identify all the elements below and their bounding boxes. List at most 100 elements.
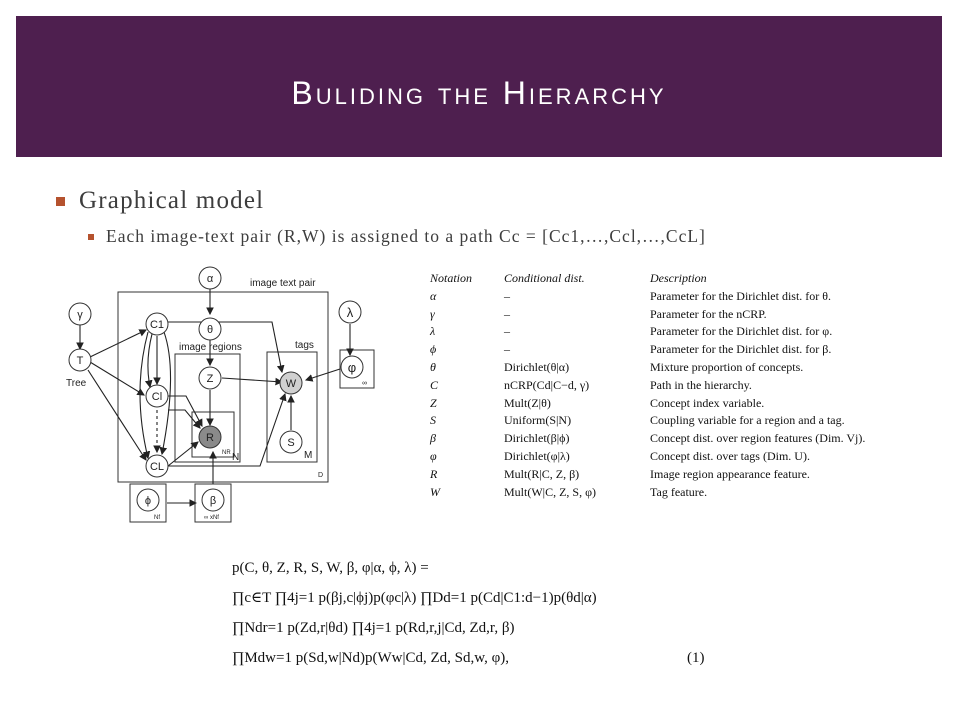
node-gamma bbox=[68, 302, 92, 326]
svg-text:α: α bbox=[207, 273, 214, 285]
equation-number: (1) bbox=[687, 650, 705, 666]
description-cell: Concept dist. over tags (Dim. U). bbox=[650, 448, 810, 463]
conditional-cell: – bbox=[504, 342, 510, 357]
notation-header: Notation Conditional dist. Description bbox=[428, 270, 928, 288]
svg-text:β: β bbox=[210, 495, 216, 507]
node-S bbox=[279, 430, 303, 454]
svg-text:φ: φ bbox=[348, 360, 356, 375]
sub-bullet-text: Each image-text pair (R,W) is assigned t… bbox=[106, 226, 706, 246]
description-cell: Concept index variable. bbox=[650, 395, 765, 410]
bullet-square-icon bbox=[56, 196, 65, 206]
notation-cell: C bbox=[430, 377, 439, 392]
label-M: M bbox=[304, 450, 312, 461]
notation-cell: Z bbox=[430, 395, 437, 410]
label-Nf: Nf bbox=[154, 515, 160, 521]
notation-cell: S bbox=[430, 413, 436, 428]
header-notation: Notation bbox=[430, 271, 473, 285]
description-cell: Parameter for the Dirichlet dist. for φ. bbox=[650, 324, 833, 339]
node-beta bbox=[201, 488, 225, 512]
conditional-cell: – bbox=[504, 288, 510, 303]
notation-table: Notation Conditional dist. Description α… bbox=[428, 270, 928, 501]
svg-text:Z: Z bbox=[207, 373, 214, 385]
svg-text:λ: λ bbox=[347, 305, 354, 320]
table-row: R Mult(R|C, Z, β) Image region appearance … bbox=[428, 466, 928, 484]
svg-text:W: W bbox=[286, 378, 297, 390]
formula-line: ∏Mdw=1 p(Sd,w|Nd)p(Ww|Cd, Zd, Sd,w, φ), bbox=[232, 650, 509, 666]
notation-cell: θ bbox=[430, 359, 436, 374]
label-N: N bbox=[232, 452, 239, 463]
label-tree: Tree bbox=[66, 378, 87, 389]
node-R bbox=[198, 425, 222, 449]
formula-line: p(C, θ, Z, R, S, W, β, φ|α, ϕ, λ) = bbox=[232, 560, 429, 576]
notation-cell: φ bbox=[430, 448, 437, 463]
notation-cell: W bbox=[430, 484, 440, 499]
sub-bullet-square-icon bbox=[88, 233, 94, 240]
header-conditional: Conditional dist. bbox=[504, 271, 585, 285]
notation-cell: λ bbox=[430, 324, 436, 339]
table-row: φ Dirichlet(φ|λ) Concept dist. over tags (… bbox=[428, 448, 928, 466]
label-D: D bbox=[318, 472, 323, 479]
table-row: γ – Parameter for the nCRP. bbox=[428, 306, 928, 324]
svg-text:ϕ: ϕ bbox=[145, 495, 151, 507]
node-C1 bbox=[145, 312, 169, 336]
header-description: Description bbox=[650, 271, 707, 285]
notation-cell: β bbox=[430, 431, 436, 446]
label-image-regions: image regions bbox=[179, 342, 242, 353]
notation-cell: ϕ bbox=[430, 342, 437, 357]
table-row: ϕ – Parameter for the Dirichlet dist. for … bbox=[428, 341, 928, 359]
conditional-cell: Mult(Z|θ) bbox=[504, 395, 551, 410]
node-Z bbox=[198, 366, 222, 390]
label-image-text-pair: image text pair bbox=[250, 278, 316, 289]
node-W bbox=[279, 371, 303, 395]
conditional-cell: Mult(R|C, Z, β) bbox=[504, 466, 580, 481]
sub-bullet-path: Each image-text pair (R,W) is assigned t… bbox=[88, 226, 706, 247]
node-varphi bbox=[340, 355, 364, 379]
node-phi bbox=[136, 488, 160, 512]
conditional-cell: Dirichlet(β|ϕ) bbox=[504, 431, 570, 446]
bullet-graphical-model: Graphical model bbox=[56, 187, 264, 215]
label-NR: NR bbox=[222, 450, 231, 456]
notation-cell: γ bbox=[430, 306, 435, 321]
plate-tags bbox=[266, 351, 318, 463]
plate-D bbox=[117, 291, 329, 483]
joint-probability-formula: p(C, θ, Z, R, S, W, β, φ|α, ϕ, λ) = ∏c∈T… bbox=[232, 553, 732, 673]
svg-text:CL: CL bbox=[150, 461, 164, 473]
description-cell: Path in the hierarchy. bbox=[650, 377, 752, 392]
table-row: S Uniform(S|N) Coupling variable for a reg… bbox=[428, 412, 928, 430]
table-row: Z Mult(Z|θ) Concept index variable. bbox=[428, 395, 928, 413]
notation-cell: R bbox=[430, 466, 438, 481]
node-T bbox=[68, 348, 92, 372]
conditional-cell: Dirichlet(φ|λ) bbox=[504, 448, 570, 463]
description-cell: Parameter for the nCRP. bbox=[650, 306, 767, 321]
conditional-cell: nCRP(Cd|C−d, γ) bbox=[504, 377, 590, 392]
description-cell: Image region appearance feature. bbox=[650, 466, 810, 481]
description-cell: Mixture proportion of concepts. bbox=[650, 359, 804, 374]
label-tags: tags bbox=[295, 340, 314, 351]
svg-text:Cl: Cl bbox=[152, 391, 162, 403]
node-CL bbox=[145, 454, 169, 478]
svg-text:θ: θ bbox=[207, 324, 213, 336]
label-inf: ∞ bbox=[362, 380, 367, 387]
graphical-model-diagram: γ T Tree α image text pair C1 Cl CL θ im… bbox=[66, 266, 375, 523]
table-row: β Dirichlet(β|ϕ) Concept dist. over region… bbox=[428, 430, 928, 448]
svg-text:C1: C1 bbox=[150, 319, 164, 331]
table-row: α – Parameter for the Dirichlet dist. for … bbox=[428, 288, 928, 306]
slide-title: Buliding the Hierarchy bbox=[291, 75, 667, 111]
description-cell: Tag feature. bbox=[650, 484, 708, 499]
formula-line: ∏c∈T ∏4j=1 p(βj,c|ϕj)p(φc|λ) ∏Dd=1 p(Cd|… bbox=[232, 590, 597, 606]
bullet-text: Graphical model bbox=[79, 187, 265, 214]
node-theta bbox=[198, 317, 222, 341]
notation-cell: α bbox=[430, 288, 437, 303]
title-banner: Buliding the Hierarchy bbox=[16, 16, 942, 157]
plate-Nf-phi bbox=[129, 483, 167, 523]
node-lambda bbox=[338, 300, 362, 324]
description-cell: Concept dist. over region features (Dim.… bbox=[650, 431, 866, 446]
conditional-cell: – bbox=[504, 306, 510, 321]
description-cell: Parameter for the Dirichlet dist. for θ. bbox=[650, 288, 832, 303]
description-cell: Coupling variable for a region and a tag… bbox=[650, 413, 845, 428]
conditional-cell: Uniform(S|N) bbox=[504, 413, 572, 428]
description-cell: Parameter for the Dirichlet dist. for β. bbox=[650, 342, 832, 357]
